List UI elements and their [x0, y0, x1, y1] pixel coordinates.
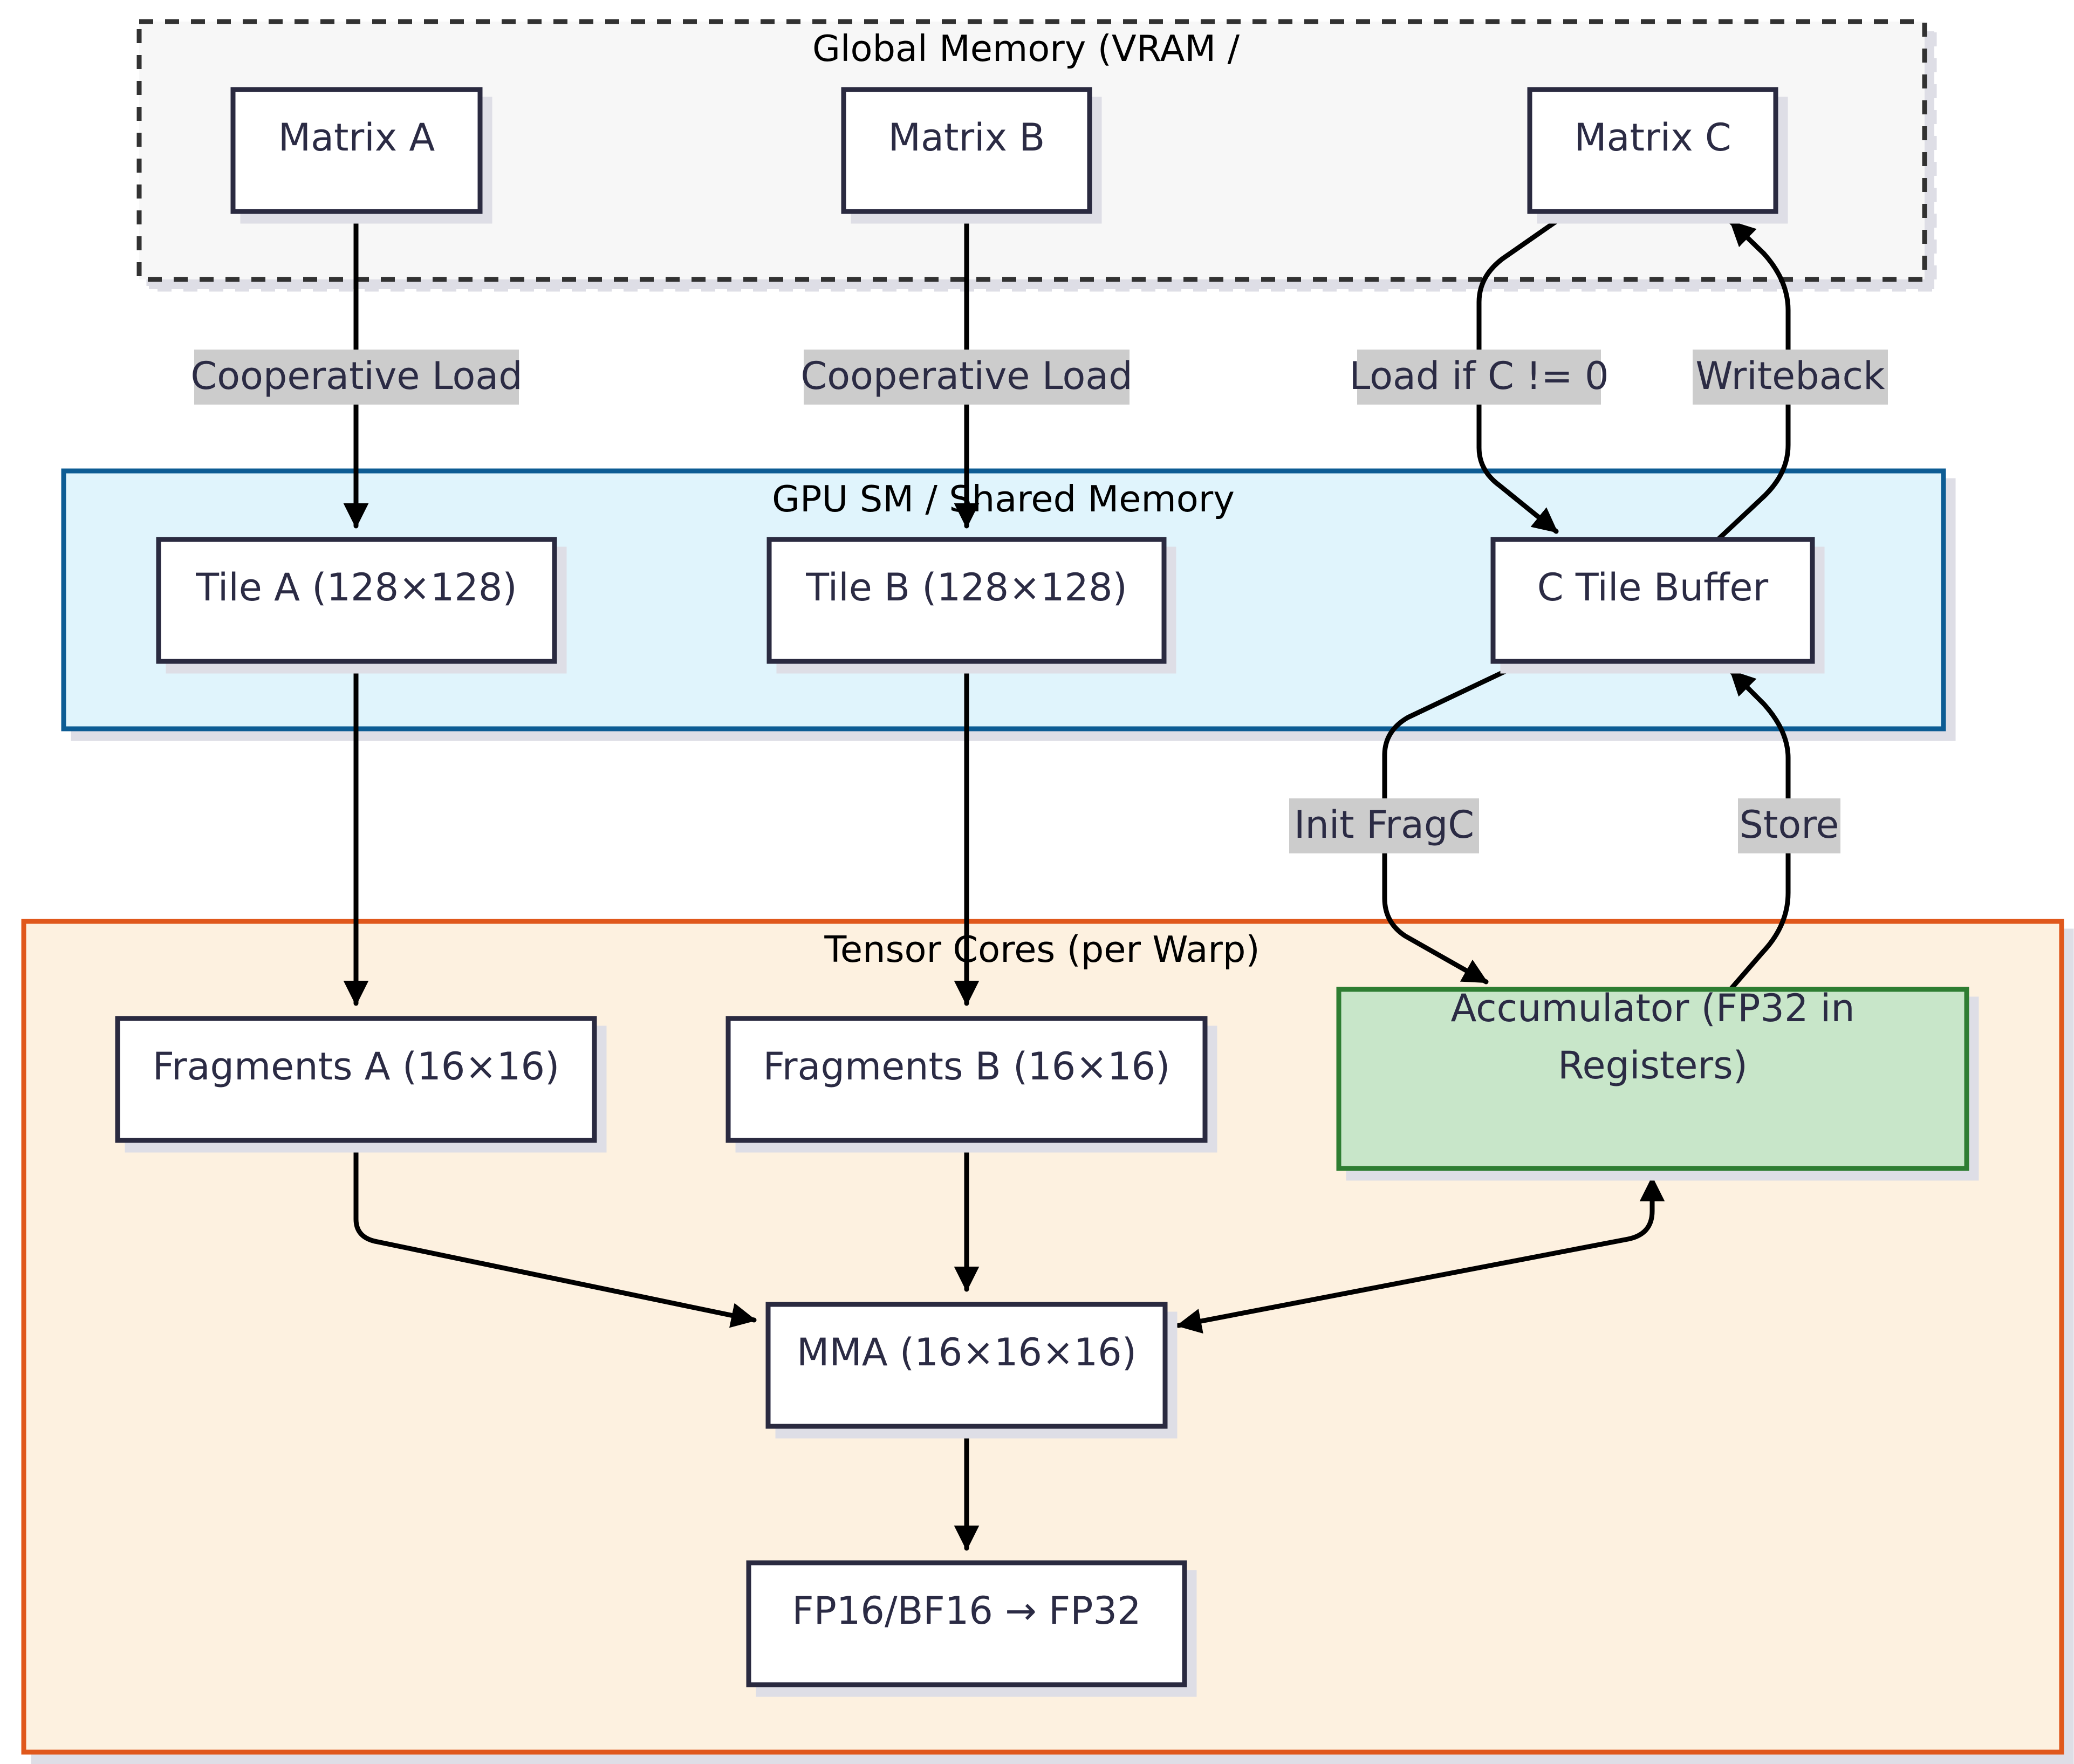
node-matrix-b: Matrix B: [841, 87, 1092, 214]
node-tile-b: Tile B (128×128): [766, 537, 1167, 664]
edge-accumulator-store-to-c-tile-buffer: [1729, 669, 1791, 991]
node-fp16-bf16-to-fp32-label: FP16/BF16 → FP32: [792, 1589, 1141, 1633]
node-matrix-b-label: Matrix B: [888, 115, 1045, 160]
node-label-line: Matrix B: [888, 115, 1045, 160]
svg-text:Cooperative Load: Cooperative Load: [800, 354, 1132, 398]
edge-label-load-a: Cooperative Load: [190, 350, 523, 405]
edge-frag-a-to-mma: [353, 1137, 757, 1328]
node-matrix-c-label: Matrix C: [1574, 115, 1731, 160]
svg-text:Load if C != 0: Load if C != 0: [1349, 354, 1608, 398]
node-label-line: FP16/BF16 → FP32: [792, 1589, 1141, 1633]
node-mma: MMA (16×16×16): [765, 1302, 1168, 1429]
edge-label-init-fragc: Init FragC: [1289, 798, 1479, 853]
node-label-line: MMA (16×16×16): [797, 1330, 1137, 1375]
node-label-line: Tile A (128×128): [195, 565, 517, 610]
svg-text:Writeback: Writeback: [1695, 354, 1885, 398]
svg-text:Cooperative Load: Cooperative Load: [190, 354, 522, 398]
node-fragments-b-label: Fragments B (16×16): [763, 1044, 1171, 1089]
node-matrix-a-label: Matrix A: [278, 115, 435, 160]
node-tile-b-label: Tile B (128×128): [805, 565, 1127, 610]
node-c-tile-buffer: C Tile Buffer: [1490, 537, 1815, 664]
node-label-line: Fragments A (16×16): [153, 1044, 560, 1089]
node-accumulator: Accumulator (FP32 in Registers): [1336, 986, 1969, 1171]
node-label-line: Matrix A: [278, 115, 435, 160]
node-label-line: Fragments B (16×16): [763, 1044, 1171, 1089]
node-fragments-a: Fragments A (16×16): [115, 1016, 597, 1143]
edge-label-writeback: Writeback: [1693, 350, 1888, 405]
svg-text:Init FragC: Init FragC: [1294, 803, 1474, 847]
node-fragments-b: Fragments B (16×16): [725, 1016, 1208, 1143]
svg-text:Store: Store: [1739, 803, 1839, 847]
node-matrix-c: Matrix C: [1527, 87, 1778, 214]
node-accumulator-label: Accumulator (FP32 in Registers): [1450, 986, 1854, 1088]
node-label-line: C Tile Buffer: [1537, 565, 1769, 610]
edge-accumulator-mma-bidirectional: [1176, 1176, 1665, 1334]
node-tile-a: Tile A (128×128): [156, 537, 557, 664]
node-fragments-a-label: Fragments A (16×16): [153, 1044, 560, 1089]
node-label-line: Registers): [1558, 1043, 1748, 1088]
edge-label-store: Store: [1738, 798, 1840, 853]
subgraph-tensor-cores-title: Tensor Cores (per Warp): [824, 928, 1260, 970]
node-label-line: Matrix C: [1574, 115, 1731, 160]
subgraph-shared-memory-title: GPU SM / Shared Memory: [772, 478, 1235, 520]
node-fp16-bf16-to-fp32: FP16/BF16 → FP32: [746, 1560, 1187, 1687]
node-c-tile-buffer-label: C Tile Buffer: [1537, 565, 1769, 610]
node-matrix-a: Matrix A: [230, 87, 483, 214]
node-mma-label: MMA (16×16×16): [797, 1330, 1137, 1375]
edge-label-load-c: Load if C != 0: [1349, 350, 1609, 405]
edge-label-load-b: Cooperative Load: [800, 350, 1133, 405]
subgraph-global-memory-title: Global Memory (VRAM /: [812, 28, 1240, 70]
node-label-line: Tile B (128×128): [805, 565, 1127, 610]
node-tile-a-label: Tile A (128×128): [195, 565, 517, 610]
node-label-line: Accumulator (FP32 in: [1450, 986, 1854, 1030]
